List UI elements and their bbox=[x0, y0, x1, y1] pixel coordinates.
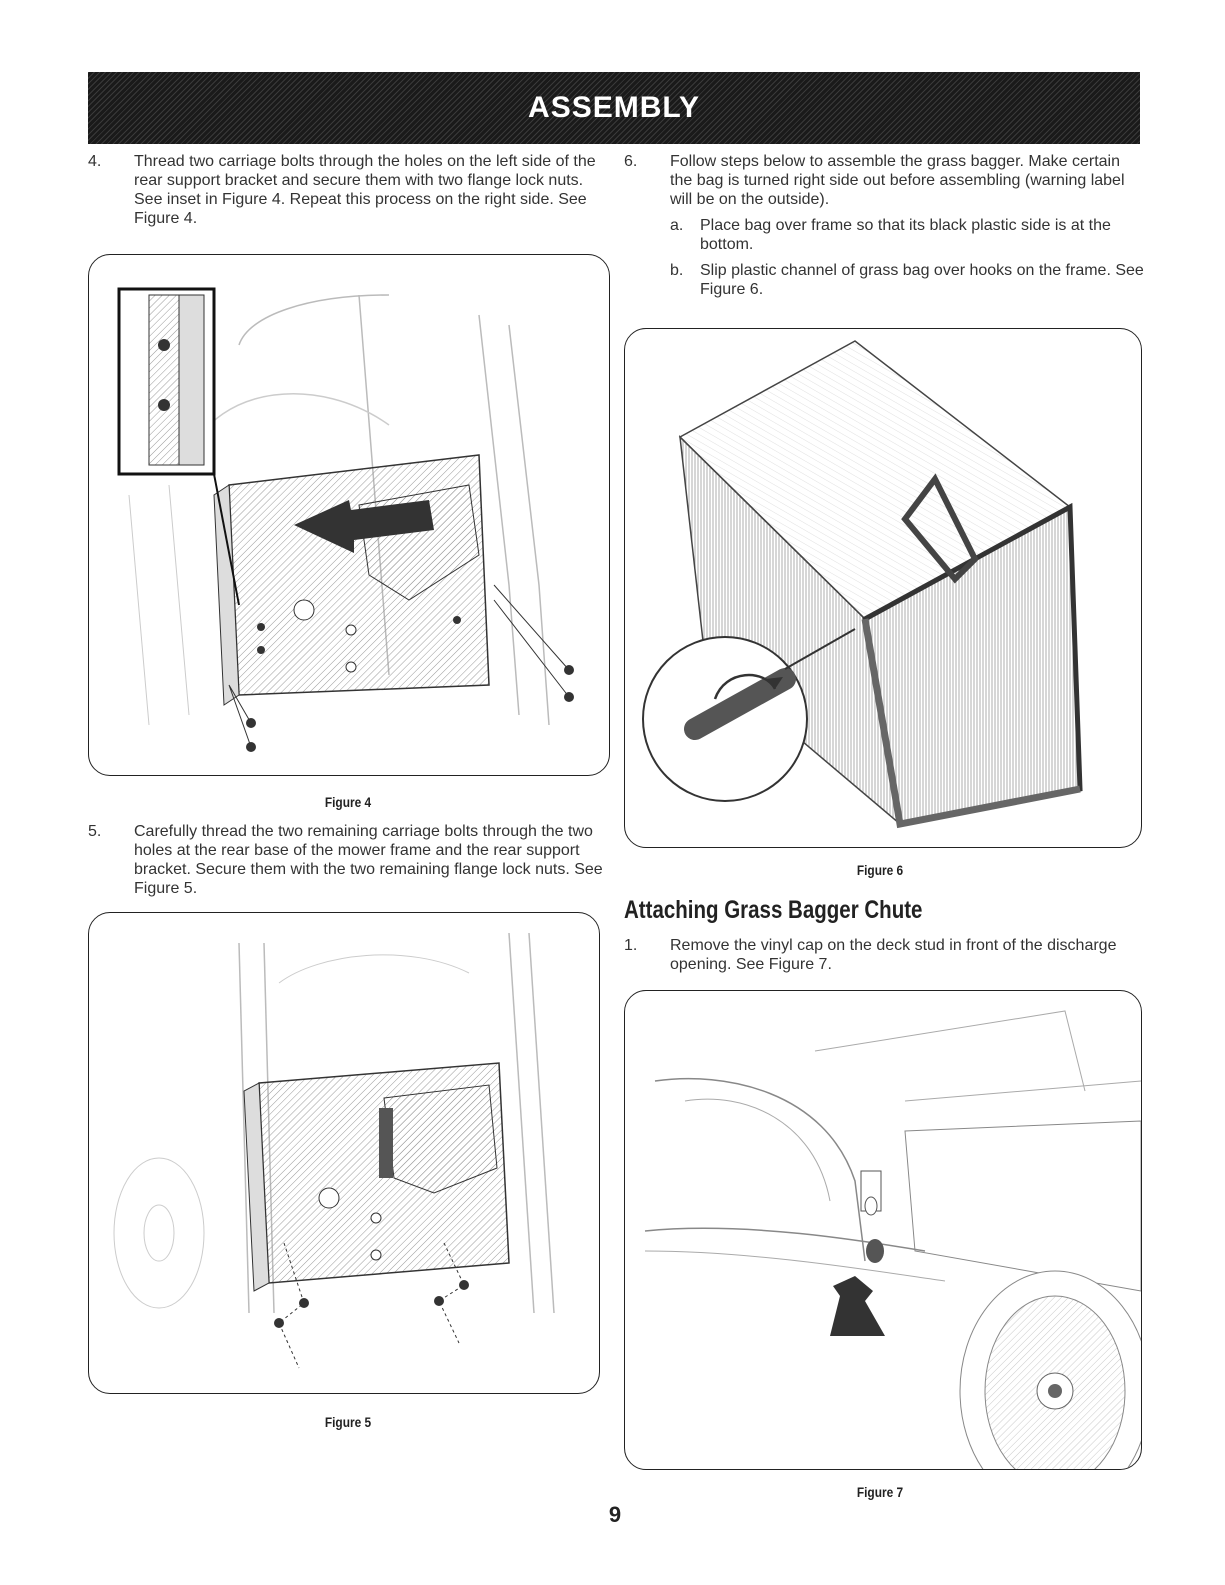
substep-text: Slip plastic channel of grass bag over h… bbox=[700, 262, 1144, 298]
header-bar: ASSEMBLY bbox=[88, 72, 1140, 144]
step-number: 1. bbox=[624, 937, 638, 954]
page-title: ASSEMBLY bbox=[528, 91, 700, 124]
figure-6-caption: Figure 6 bbox=[856, 862, 904, 878]
figure-7-illustration bbox=[644, 1010, 1141, 1469]
step-number: 6. bbox=[624, 153, 638, 170]
substep-text: Place bag over frame so that its black p… bbox=[700, 217, 1111, 253]
figure-5-illustration bbox=[113, 932, 555, 1369]
substep-letter: a. bbox=[670, 217, 684, 234]
figure-5-caption: Figure 5 bbox=[324, 1414, 372, 1430]
step-4: 4. Thread two carriage bolts through the… bbox=[88, 152, 608, 228]
step-text: Carefully thread the two remaining carri… bbox=[134, 823, 603, 897]
chute-step-1: 1. Remove the vinyl cap on the deck stud… bbox=[624, 936, 1144, 974]
figure-4-illustration bbox=[117, 287, 574, 752]
left-column: 4. Thread two carriage bolts through the… bbox=[88, 152, 608, 228]
step-6b: b. Slip plastic channel of grass bag ove… bbox=[670, 261, 1144, 299]
figure-5 bbox=[88, 912, 600, 1394]
figure-6 bbox=[624, 328, 1142, 848]
step-text: Remove the vinyl cap on the deck stud in… bbox=[670, 937, 1117, 973]
step-6a: a. Place bag over frame so that its blac… bbox=[670, 216, 1144, 254]
right-column: 6. Follow steps below to assemble the gr… bbox=[624, 152, 1144, 299]
figure-6-illustration bbox=[642, 340, 1083, 829]
step-number: 4. bbox=[88, 153, 102, 170]
substep-letter: b. bbox=[670, 262, 684, 279]
left-column-lower: 5. Carefully thread the two remaining ca… bbox=[88, 822, 608, 898]
step-number: 5. bbox=[88, 823, 102, 840]
step-text: Thread two carriage bolts through the ho… bbox=[134, 153, 596, 227]
figure-7 bbox=[624, 990, 1142, 1470]
step-text: Follow steps below to assemble the grass… bbox=[670, 153, 1125, 208]
step-6: 6. Follow steps below to assemble the gr… bbox=[624, 152, 1144, 209]
right-column-lower: 1. Remove the vinyl cap on the deck stud… bbox=[624, 936, 1144, 974]
figure-4-caption: Figure 4 bbox=[324, 794, 372, 810]
figure-4 bbox=[88, 254, 610, 776]
step-5: 5. Carefully thread the two remaining ca… bbox=[88, 822, 608, 898]
section-heading: Attaching Grass Bagger Chute bbox=[624, 896, 923, 924]
figure-7-caption: Figure 7 bbox=[856, 1484, 904, 1500]
page-number: 9 bbox=[608, 1502, 622, 1527]
